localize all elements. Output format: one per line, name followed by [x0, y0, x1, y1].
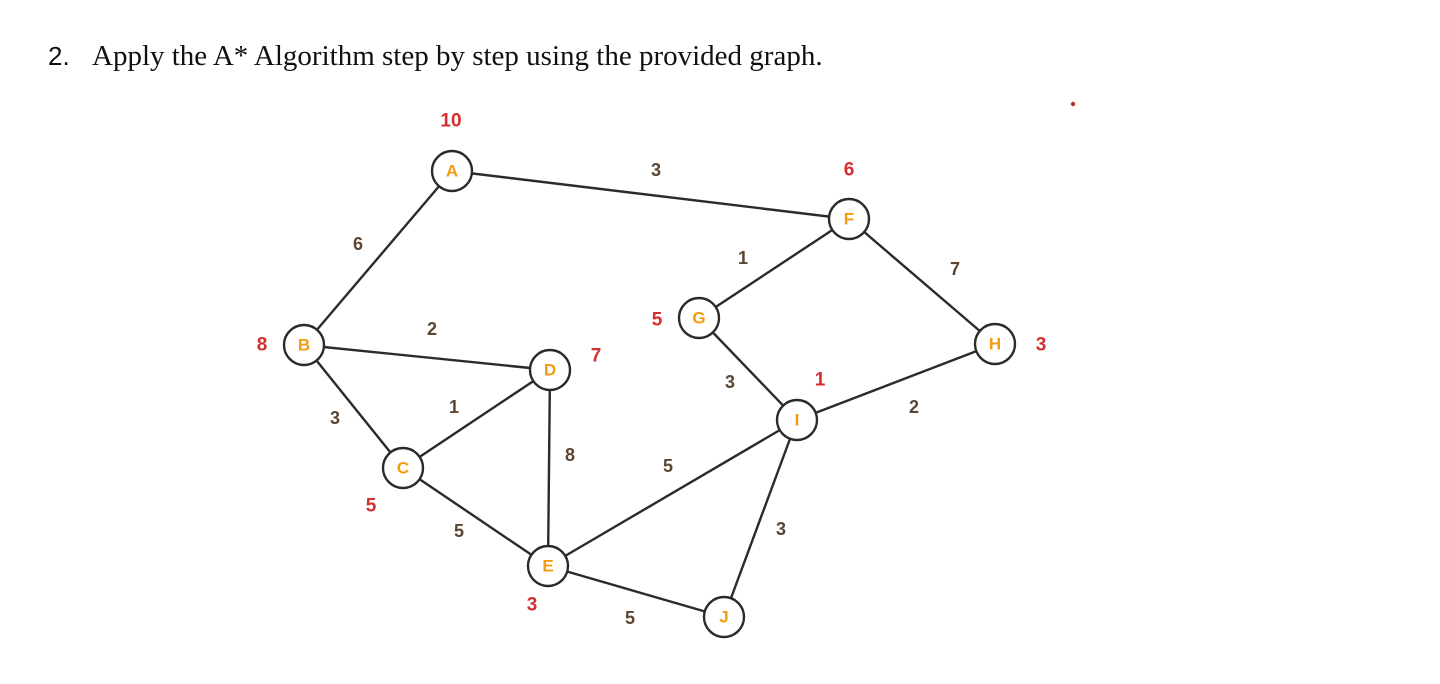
node-circle-h [973, 322, 1017, 366]
heuristic-a: 10 [440, 111, 461, 132]
node-a: A [430, 149, 474, 193]
edge-a-f [451, 169, 850, 221]
edge-weight-i-h: 2 [909, 397, 919, 417]
node-circle-c [381, 446, 425, 490]
edge-e-j [547, 564, 725, 619]
node-g: G [677, 296, 721, 340]
edge-weight-f-g: 1 [738, 248, 748, 268]
node-d: D [528, 348, 572, 392]
edge-weight-b-d: 2 [427, 319, 437, 339]
node-circle-j [702, 595, 746, 639]
edge-a-b [303, 170, 453, 346]
node-label-i: I [795, 411, 800, 430]
edge-weight-c-d: 1 [449, 397, 459, 417]
heuristic-h: 3 [1036, 335, 1047, 356]
heuristic-e: 3 [527, 595, 538, 616]
heuristic-c: 5 [366, 496, 377, 517]
node-circle-i [775, 398, 819, 442]
node-label-a: A [446, 162, 458, 181]
node-label-j: J [719, 608, 728, 627]
node-label-e: E [542, 557, 553, 576]
node-label-h: H [989, 335, 1001, 354]
edge-i-h [796, 342, 996, 422]
heuristic-d: 7 [591, 346, 602, 367]
node-circle-e [526, 544, 570, 588]
node-circle-b [282, 323, 326, 367]
edge-weight-e-i: 5 [663, 456, 673, 476]
node-h: H [973, 322, 1017, 366]
edge-weight-e-j: 5 [625, 608, 635, 628]
stray-mark [1070, 101, 1076, 107]
edge-weight-g-i: 3 [725, 372, 735, 392]
edge-c-d [402, 369, 551, 469]
node-label-f: F [844, 210, 854, 229]
question-number: 2. [48, 41, 70, 71]
heuristic-b: 8 [257, 335, 268, 356]
edge-weight-b-c: 3 [330, 408, 340, 428]
edge-weight-c-e: 5 [454, 521, 464, 541]
node-e: E [526, 544, 570, 588]
node-c: C [381, 446, 425, 490]
heuristic-f: 6 [844, 160, 855, 181]
heuristics-layer: 10 8 5 7 3 6 5 3 1 [257, 111, 1047, 616]
node-circle-a [430, 149, 474, 193]
edge-d-e [546, 369, 552, 567]
edge-weight-a-b: 6 [353, 234, 363, 254]
edge-f-h [848, 218, 996, 345]
edge-g-i [698, 317, 798, 421]
node-label-b: B [298, 336, 310, 355]
node-label-g: G [692, 309, 705, 328]
heuristic-g: 5 [652, 310, 663, 331]
node-label-d: D [544, 361, 556, 380]
edge-c-e [402, 467, 549, 567]
edge-weights-layer: 3 6 2 3 1 8 5 5 5 1 7 3 2 3 [330, 160, 960, 628]
node-circle-g [677, 296, 721, 340]
edge-weight-f-h: 7 [950, 259, 960, 279]
heuristic-i: 1 [815, 370, 826, 391]
edge-b-c [303, 344, 404, 469]
edges-layer [303, 169, 996, 619]
node-circle-f [827, 197, 871, 241]
node-b: B [282, 323, 326, 367]
edge-e-i [547, 418, 798, 568]
question-text: Apply the A* Algorithm step by step usin… [92, 40, 823, 72]
edge-b-d [303, 343, 551, 372]
nodes-layer: A B C D E F G H I J [282, 149, 1017, 639]
edge-weight-d-e: 8 [565, 445, 575, 465]
edge-weight-a-f: 3 [651, 160, 661, 180]
node-i: I [775, 398, 819, 442]
node-f: F [827, 197, 871, 241]
node-circle-d [528, 348, 572, 392]
edge-weight-i-j: 3 [776, 519, 786, 539]
edge-f-g [698, 217, 850, 320]
edge-i-j [722, 419, 799, 618]
node-j: J [702, 595, 746, 639]
node-label-c: C [397, 459, 409, 478]
question-line: 2. Apply the A* Algorithm step by step us… [48, 40, 823, 73]
